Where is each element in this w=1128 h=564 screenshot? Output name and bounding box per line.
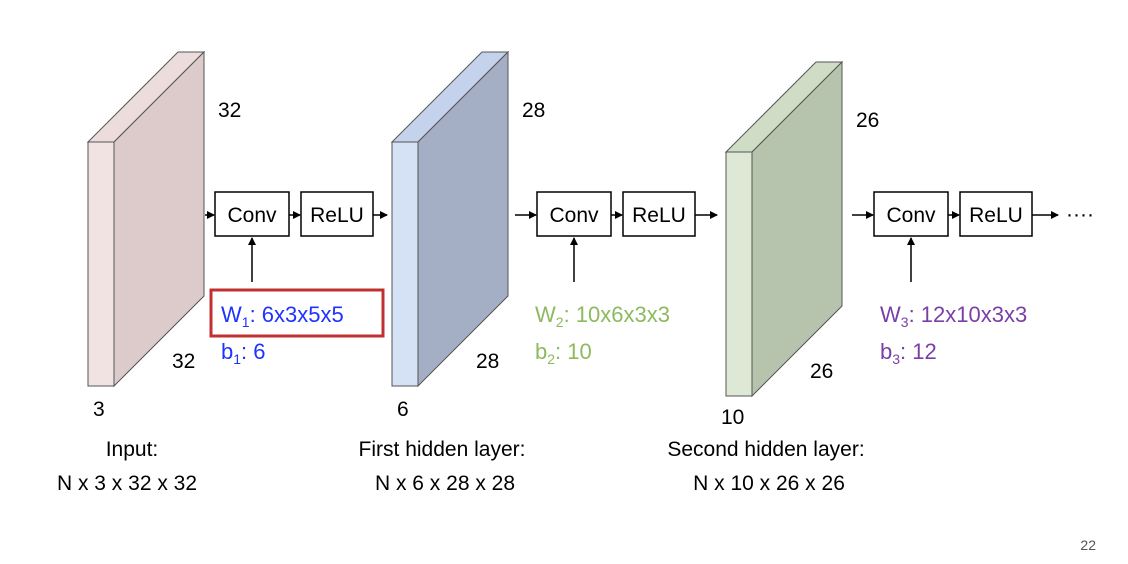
stage1-weights-label: W1: 6x3x5x5	[221, 302, 344, 330]
hidden1-depth-label: 6	[397, 398, 409, 421]
hidden1-caption: First hidden layer:	[359, 438, 526, 461]
hidden1-width-label: 28	[476, 350, 499, 373]
stage1-relu-label: ReLU	[310, 204, 364, 227]
hidden2-shape: N x 10 x 26 x 26	[693, 472, 845, 495]
hidden2-depth-label: 10	[721, 406, 744, 429]
page-number: 22	[1080, 537, 1096, 553]
stage2-weights-label: W2: 10x6x3x3	[535, 302, 670, 330]
hidden2-width-label: 26	[810, 360, 833, 383]
stage2-conv-box	[536, 191, 612, 237]
input-depth-label: 3	[93, 398, 105, 421]
stage3-relu-box	[959, 191, 1033, 237]
stage1-conv-box	[214, 191, 290, 237]
stage3-relu-label: ReLU	[969, 204, 1023, 227]
continuation-ellipsis: ····	[1066, 203, 1094, 226]
stage1-conv-label: Conv	[227, 204, 277, 227]
stage3-conv-label: Conv	[886, 204, 936, 227]
hidden2-height-label: 26	[856, 109, 879, 132]
hidden1-height-label: 28	[522, 99, 545, 122]
hidden1-volume-front-face	[391, 141, 419, 387]
hidden2-volume-front-face	[725, 151, 753, 397]
stage2-relu-label: ReLU	[632, 204, 686, 227]
stage2-conv-label: Conv	[549, 204, 599, 227]
stage3-conv-box	[873, 191, 949, 237]
input-volume-front-face	[87, 141, 115, 387]
hidden1-volume	[390, 50, 510, 388]
stage3-weights-label: W3: 12x10x3x3	[880, 302, 1027, 330]
input-width-label: 32	[172, 350, 195, 373]
stage3-bias-label: b3: 12	[880, 339, 937, 367]
stage1-relu-box	[300, 191, 374, 237]
input-caption: Input:	[106, 438, 159, 461]
hidden2-volume	[724, 60, 844, 398]
hidden1-shape: N x 6 x 28 x 28	[375, 472, 515, 495]
input-height-label: 32	[218, 99, 241, 122]
stage2-bias-label: b2: 10	[535, 339, 592, 367]
stage1-bias-label: b1: 6	[221, 339, 266, 367]
hidden2-caption: Second hidden layer:	[667, 438, 864, 461]
input-shape: N x 3 x 32 x 32	[57, 472, 197, 495]
stage1-weights-highlight-box	[209, 288, 385, 338]
input-volume	[86, 50, 206, 388]
stage2-relu-box	[622, 191, 696, 237]
